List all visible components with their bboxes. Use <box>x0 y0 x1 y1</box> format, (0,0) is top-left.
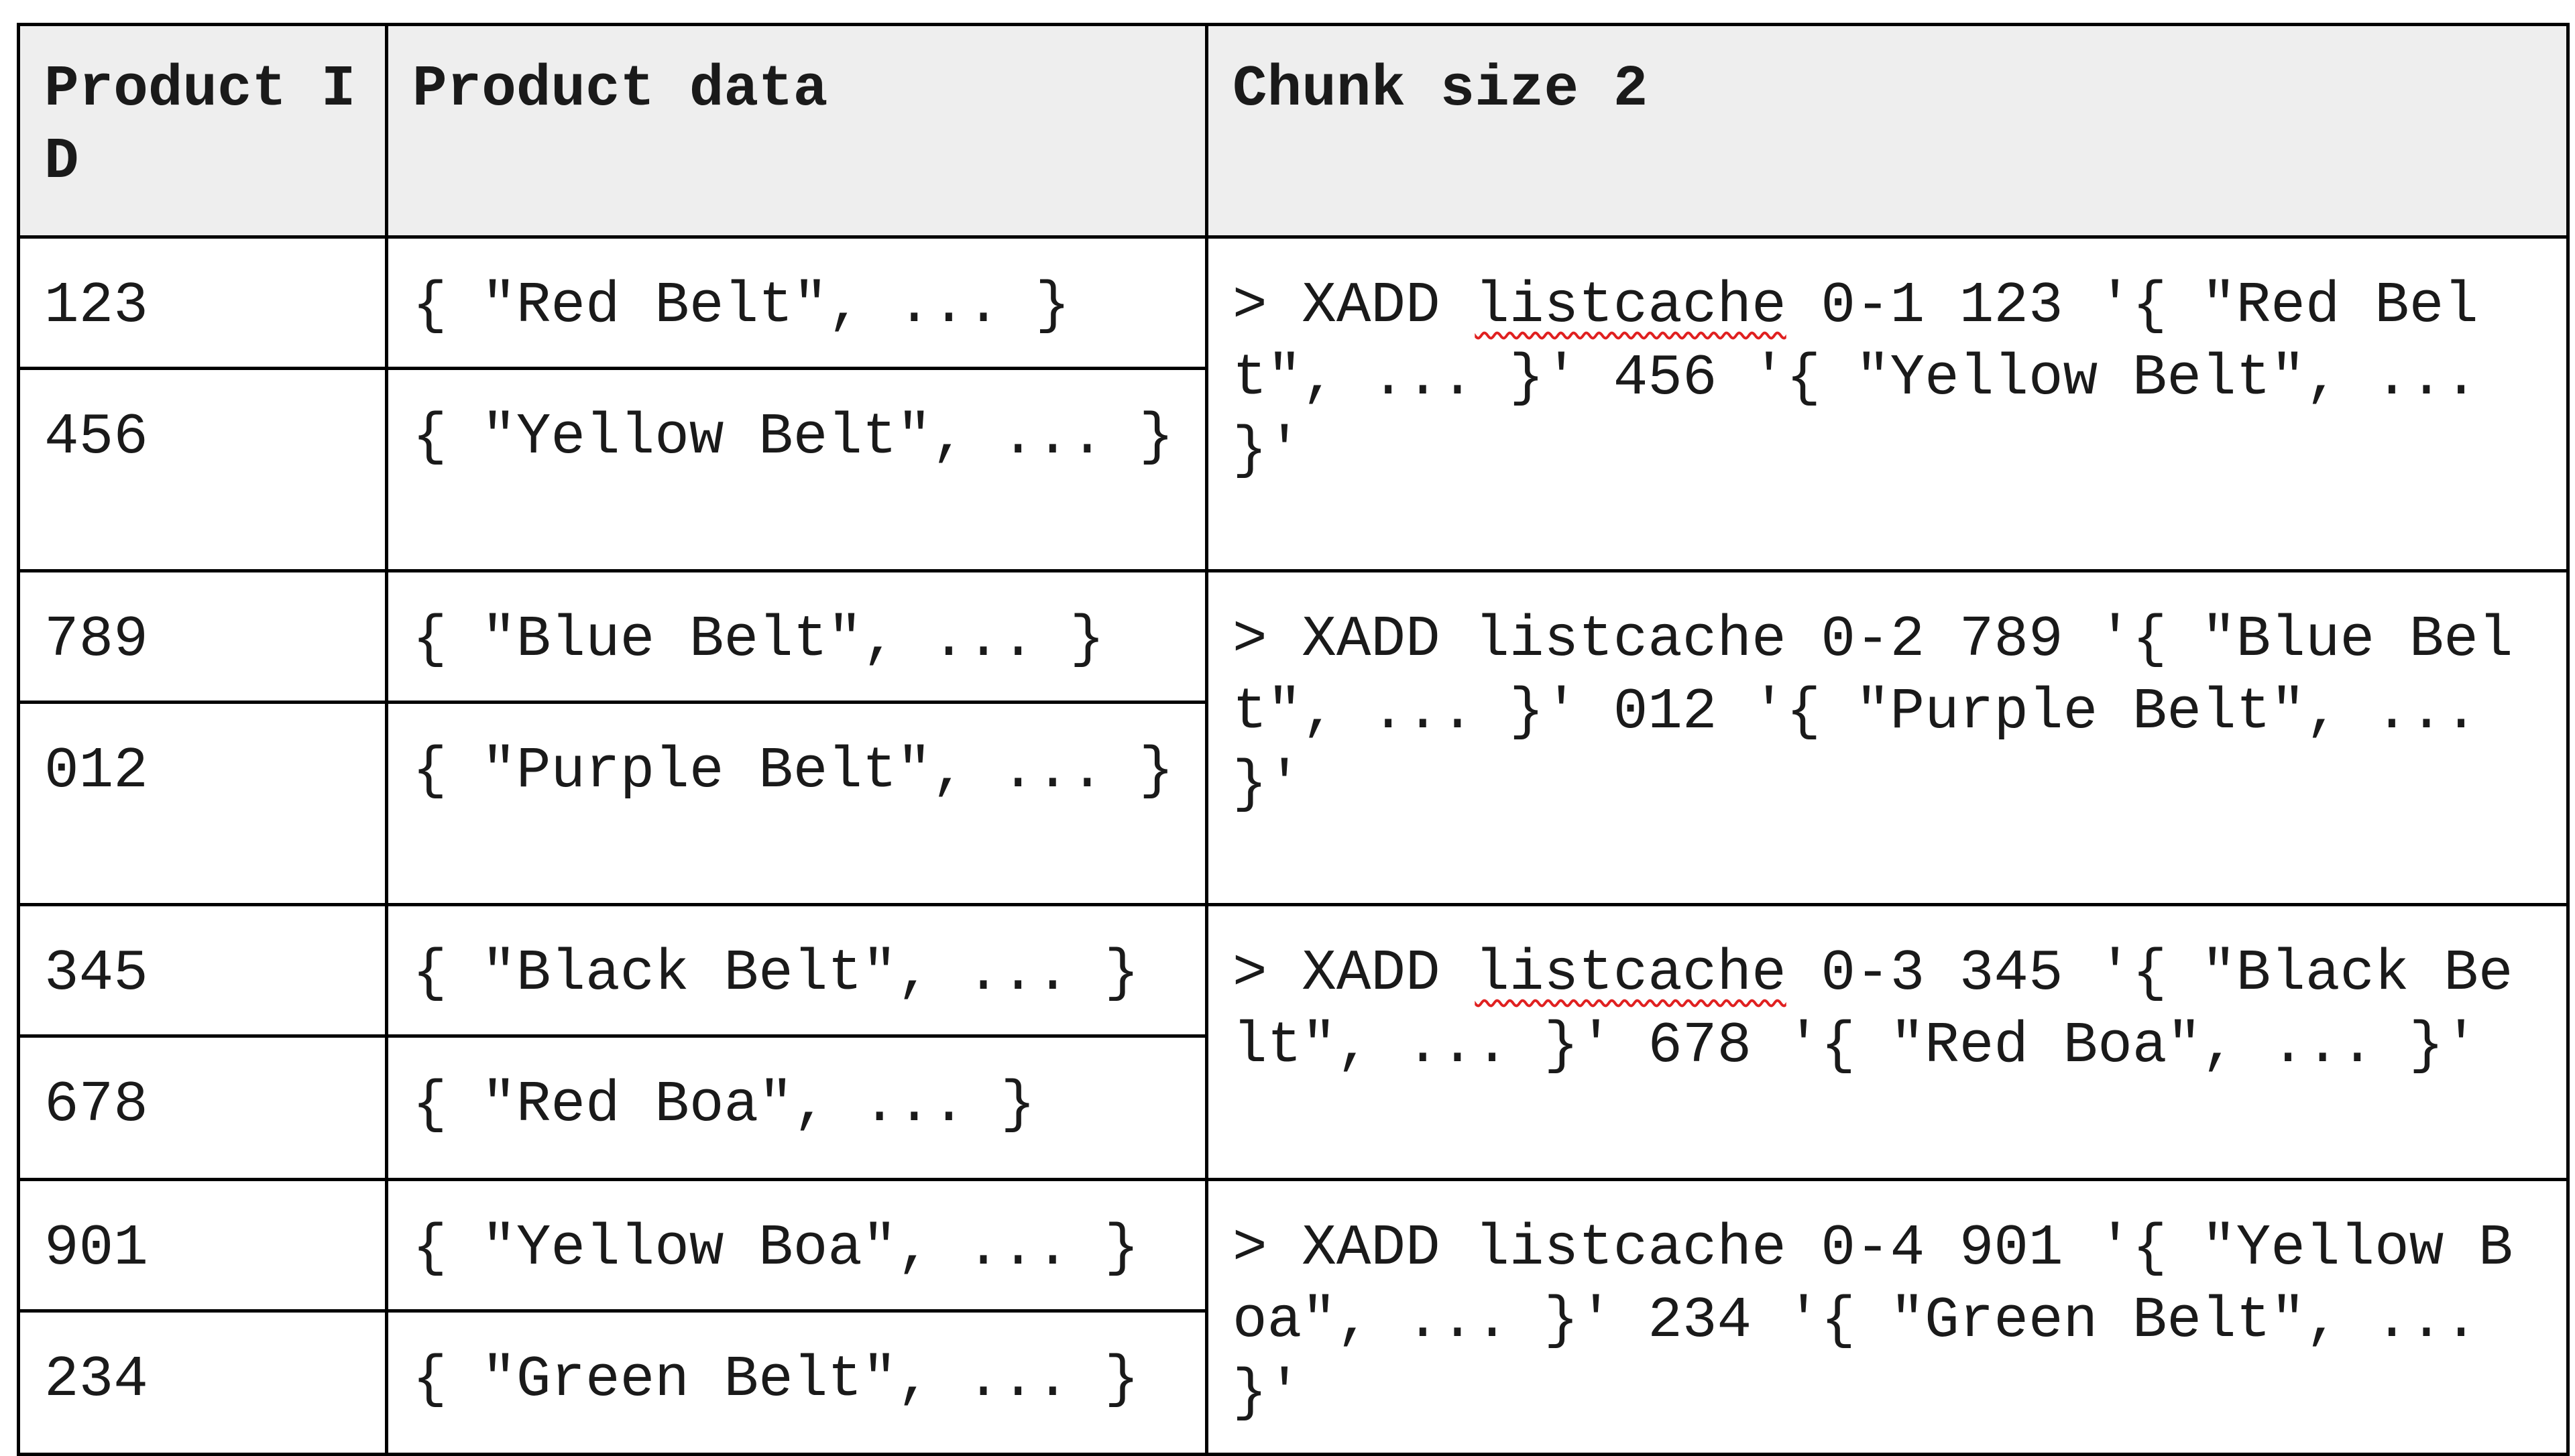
table-row: 456 { "Yellow Belt", ... } <box>17 367 2568 572</box>
product-data-cell: { "Green Belt", ... } <box>385 1309 1208 1456</box>
product-id-cell: 123 <box>17 235 388 370</box>
command-prefix: > XADD <box>1233 1215 1475 1281</box>
product-id-cell: 678 <box>17 1034 388 1181</box>
header-row: Product ID Product data Chunk size 2 <box>17 23 2570 239</box>
product-data-cell: { "Red Belt", ... } <box>385 235 1208 370</box>
header-product-data: Product data <box>385 23 1208 239</box>
chunk-table: Product ID Product data Chunk size 2 123… <box>17 23 2570 1456</box>
product-data-cell: { "Yellow Boa", ... } <box>385 1178 1208 1313</box>
command-prefix: > XADD <box>1233 607 1475 672</box>
command-rest: 0-4 901 '{ "Yellow Boa", ... }' 234 '{ "… <box>1233 1215 2513 1426</box>
xadd-command-cell: > XADD listcache 0-3 345 '{ "Black Belt"… <box>1205 903 2570 1181</box>
command-rest: 0-2 789 '{ "Blue Belt", ... }' 012 '{ "P… <box>1233 607 2513 817</box>
product-data-cell: { "Black Belt", ... } <box>385 903 1208 1038</box>
table-row: 901 { "Yellow Boa", ... } > XADD listcac… <box>17 1178 2570 1456</box>
product-id-cell: 789 <box>17 569 388 704</box>
header-chunk-size: Chunk size 2 <box>1205 23 2570 239</box>
command-rest: 0-1 123 '{ "Red Belt", ... }' 456 '{ "Ye… <box>1233 273 2478 483</box>
table-row: 123 { "Red Belt", ... } > XADD listcache… <box>17 235 2570 572</box>
product-id-cell: 012 <box>17 701 388 906</box>
command-key: listcache <box>1475 607 1786 672</box>
xadd-command-cell: > XADD listcache 0-2 789 '{ "Blue Belt",… <box>1205 569 2570 906</box>
command-rest: 0-3 345 '{ "Black Belt", ... }' 678 '{ "… <box>1233 941 2513 1079</box>
product-data-cell: { "Blue Belt", ... } <box>385 569 1208 704</box>
product-data-cell: { "Purple Belt", ... } <box>385 701 1208 906</box>
command-key: listcache <box>1475 1215 1786 1281</box>
product-id-cell: 456 <box>17 367 388 572</box>
header-product-id: Product ID <box>17 23 388 239</box>
command-prefix: > XADD <box>1233 273 1475 339</box>
table-row: 234 { "Green Belt", ... } <box>17 1309 2568 1456</box>
command-key-spellcheck: listcache <box>1475 941 1786 1006</box>
product-id-cell: 234 <box>17 1309 388 1456</box>
table-row: 012 { "Purple Belt", ... } <box>17 701 2568 906</box>
product-id-cell: 345 <box>17 903 388 1038</box>
xadd-command-cell: > XADD listcache 0-4 901 '{ "Yellow Boa"… <box>1205 1178 2570 1456</box>
command-prefix: > XADD <box>1233 941 1475 1006</box>
table-row: 345 { "Black Belt", ... } > XADD listcac… <box>17 903 2570 1181</box>
xadd-command-cell: > XADD listcache 0-1 123 '{ "Red Belt", … <box>1205 235 2570 572</box>
table-row: 789 { "Blue Belt", ... } > XADD listcach… <box>17 569 2570 906</box>
product-data-cell: { "Red Boa", ... } <box>385 1034 1208 1181</box>
command-key-spellcheck: listcache <box>1475 273 1786 339</box>
table-row: 678 { "Red Boa", ... } <box>17 1034 2568 1181</box>
product-data-cell: { "Yellow Belt", ... } <box>385 367 1208 572</box>
product-id-cell: 901 <box>17 1178 388 1313</box>
